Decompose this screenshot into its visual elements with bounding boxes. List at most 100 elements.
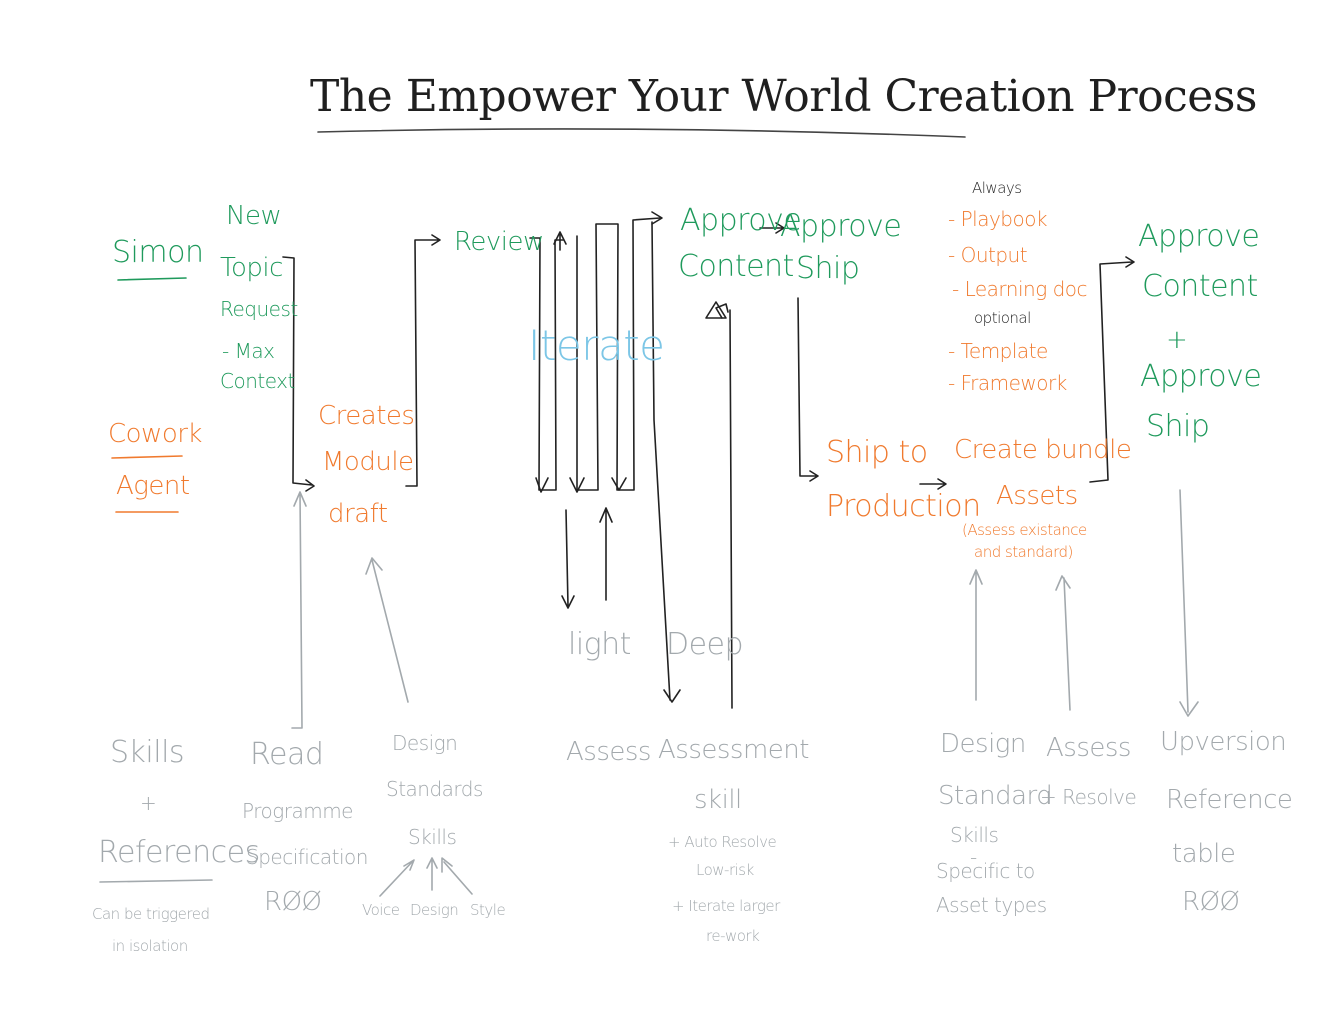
assessment-note-3: + Iterate larger	[672, 897, 780, 915]
actor-agent: Agent	[116, 471, 190, 501]
arrow-content-to-ship	[759, 222, 785, 234]
bundle-always-label: Always	[972, 179, 1022, 197]
read-spec-line-2: Programme	[242, 799, 353, 823]
design-sub-design: Design	[410, 901, 459, 919]
new-topic-line-1: New	[226, 201, 282, 231]
bundle-item-playbook: - Playbook	[948, 207, 1048, 231]
assessment-note-4: re-work	[706, 927, 760, 945]
design-std-assets-line-4: -	[970, 845, 977, 869]
final-approve-line-5: Ship	[1146, 409, 1210, 444]
new-topic-line-2: Topic	[220, 253, 283, 283]
design-sub-voice: Voice	[362, 901, 400, 919]
bundle-item-learning-doc: - Learning doc	[952, 277, 1088, 301]
create-bundle-line-3: (Assess existance	[962, 521, 1087, 539]
create-bundle-line-4: and standard)	[974, 543, 1073, 561]
bundle-optional-label: optional	[974, 309, 1031, 327]
assessment-note-2: Low-risk	[696, 861, 754, 879]
assess-label: Assess	[566, 737, 651, 767]
bundle-item-template: - Template	[948, 339, 1048, 363]
arrow-from-assessment	[715, 303, 733, 709]
final-approve-line-4: Approve	[1140, 359, 1262, 394]
arrow-final-to-upversion	[1179, 489, 1199, 717]
references-label: References	[98, 835, 260, 870]
design-std-assets-line-1: Design	[940, 729, 1026, 759]
create-bundle-line-1: Create bundle	[954, 435, 1132, 465]
arrow-design-sub	[426, 857, 438, 891]
design-std-assets-line-3: Skills	[950, 823, 999, 847]
ship-to-production-line-1: Ship to	[826, 435, 928, 470]
iterate-loop-4	[535, 477, 627, 493]
arrow-ship-to-production	[797, 297, 819, 482]
approve-ship-line-2: Ship	[796, 251, 860, 286]
new-topic-line-3: Request	[220, 297, 298, 321]
assess-resolve-line-2: + Resolve	[1040, 785, 1137, 809]
isolation-note-line-2: in isolation	[112, 937, 188, 955]
upversion-line-1: Upversion	[1160, 727, 1287, 757]
assessment-skill-line-2: skill	[694, 785, 742, 815]
assess-resolve-line-1: Assess	[1046, 733, 1131, 763]
upversion-line-3: table	[1172, 839, 1236, 869]
actor-cowork: Cowork	[108, 419, 202, 449]
ship-to-production-line-2: Production	[826, 489, 981, 524]
review-step: Review	[454, 227, 544, 257]
design-std-assets-line-2: Standard	[938, 781, 1053, 811]
bundle-item-output: - Output	[948, 243, 1028, 267]
arrow-from-light	[599, 507, 613, 601]
read-spec-line-3: Specification	[246, 845, 368, 869]
creates-module-line-1: Creates	[318, 401, 415, 431]
assessment-note-1: + Auto Resolve	[668, 833, 777, 851]
skills-label: Skills	[110, 735, 185, 770]
cowork-underline	[111, 455, 183, 459]
arrow-design-to-module	[365, 557, 409, 703]
diagram-title: The Empower Your World Creation Process	[310, 71, 1258, 122]
new-topic-line-5: Context	[220, 369, 295, 393]
design-standards-line-1: Design	[392, 731, 458, 755]
simon-underline	[117, 277, 187, 281]
approve-content-line-2: Content	[678, 249, 794, 284]
arrow-bundle-to-final	[1089, 256, 1135, 483]
iterate-loop-2	[553, 231, 567, 251]
final-approve-line-3: +	[1166, 325, 1188, 355]
design-sub-style: Style	[470, 901, 506, 919]
arrow-read-to-module	[291, 491, 307, 729]
bundle-item-framework: - Framework	[948, 371, 1067, 395]
arrow-dss-to-bundle	[969, 569, 983, 701]
actor-simon: Simon	[112, 235, 204, 270]
read-spec-line-1: Read	[250, 737, 324, 772]
iterate-label: Iterate	[528, 321, 665, 370]
design-standards-line-2: Standards	[386, 777, 483, 801]
create-bundle-line-2: Assets	[996, 481, 1078, 511]
arrow-voice	[379, 859, 415, 897]
read-spec-line-4: RØØ	[264, 887, 322, 917]
iterate-loop-3	[576, 217, 661, 491]
iterate-top-arrow	[651, 211, 663, 225]
arrow-production-to-bundle	[919, 478, 947, 490]
approve-content-line-1: Approve	[680, 203, 802, 238]
deep-label: Deep	[666, 627, 744, 662]
design-std-assets-line-5: Specific to	[936, 859, 1035, 883]
design-std-assets-line-6: Asset types	[936, 893, 1047, 917]
design-standards-line-3: Skills	[408, 825, 457, 849]
approve-ship-line-1: Approve	[780, 209, 902, 244]
arrow-module-to-review	[405, 234, 441, 487]
new-topic-line-4: - Max	[222, 339, 275, 363]
upversion-line-4: RØØ	[1182, 887, 1240, 917]
final-approve-line-2: Content	[1142, 269, 1258, 304]
final-approve-line-1: Approve	[1138, 219, 1260, 254]
iterate-down-deep	[651, 221, 681, 703]
arrow-topic-to-module	[282, 256, 315, 492]
arrow-style	[441, 857, 473, 895]
arrow-ar-to-bundle	[1055, 575, 1071, 711]
title-underline	[317, 128, 966, 138]
arrow-to-light	[561, 509, 575, 609]
skills-plus: +	[140, 791, 157, 815]
light-label: light	[568, 627, 631, 662]
skills-underline	[99, 879, 213, 883]
upversion-line-2: Reference	[1166, 785, 1293, 815]
isolation-note-line-1: Can be triggered	[92, 905, 210, 923]
creates-module-line-3: draft	[328, 499, 388, 529]
creates-module-line-2: Module	[322, 447, 414, 477]
assessment-skill-line-1: Assessment	[658, 735, 809, 765]
